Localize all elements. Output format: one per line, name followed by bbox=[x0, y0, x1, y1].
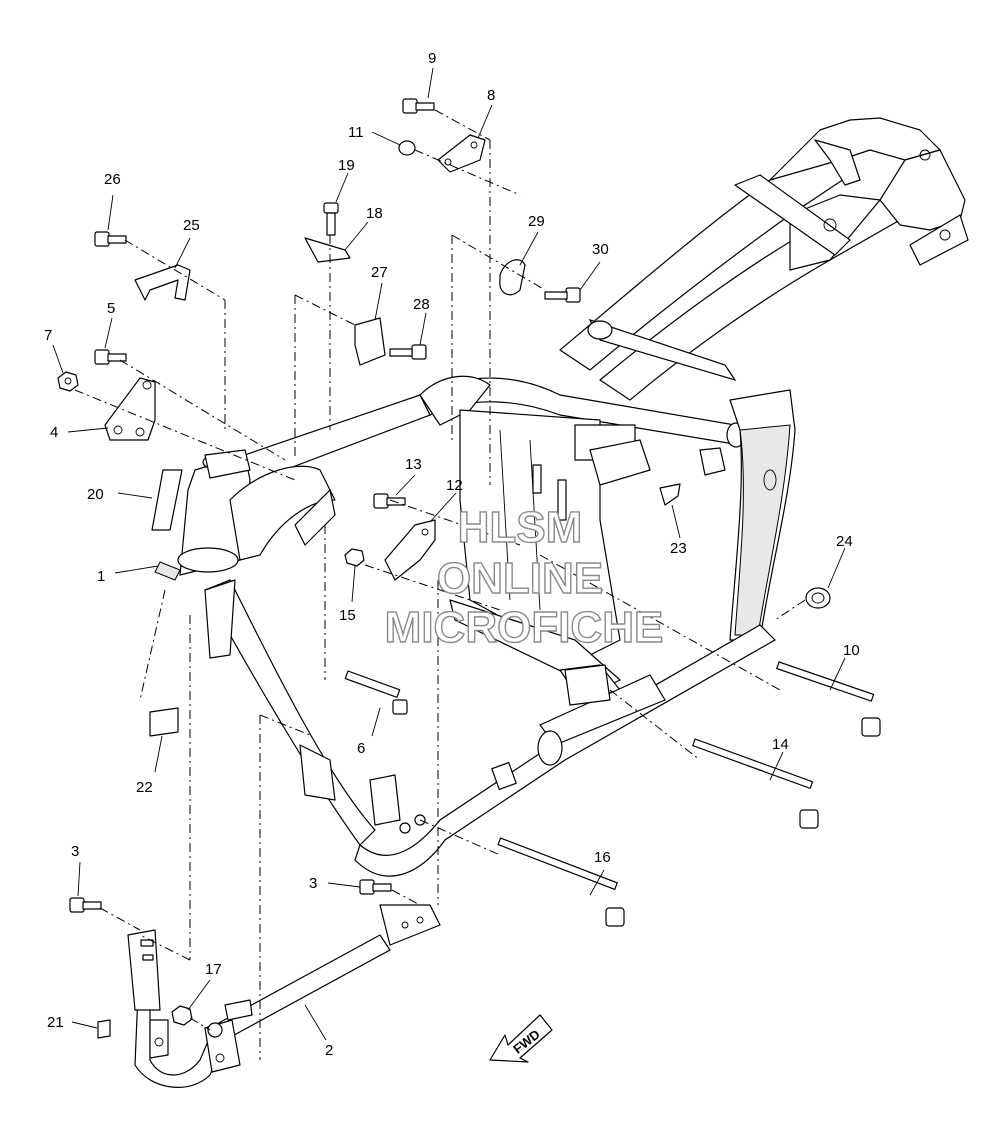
callout-3-left: 3 bbox=[71, 843, 79, 860]
callout-18: 18 bbox=[366, 205, 383, 222]
callout-6: 6 bbox=[357, 740, 365, 757]
callout-28: 28 bbox=[413, 296, 430, 313]
callout-11: 11 bbox=[348, 124, 364, 141]
callout-15: 15 bbox=[339, 607, 356, 624]
callout-16: 16 bbox=[594, 849, 611, 866]
callout-24: 24 bbox=[836, 533, 853, 550]
callouts: 1 2 3 3 4 5 6 7 8 9 10 11 12 13 14 15 16… bbox=[44, 50, 860, 1059]
callout-17: 17 bbox=[205, 961, 222, 978]
callout-26: 26 bbox=[104, 171, 121, 188]
callout-19: 19 bbox=[338, 157, 355, 174]
leader-lines bbox=[52, 67, 846, 1041]
callout-9: 9 bbox=[428, 50, 436, 67]
callout-25: 25 bbox=[183, 217, 200, 234]
callout-27: 27 bbox=[371, 264, 388, 281]
watermark: HLSM ONLINE MICROFICHE bbox=[384, 502, 664, 652]
callout-23: 23 bbox=[670, 540, 687, 557]
callout-21: 21 bbox=[47, 1014, 64, 1031]
main-frame bbox=[154, 117, 969, 877]
watermark-line1: HLSM bbox=[458, 503, 583, 552]
callout-30: 30 bbox=[592, 241, 609, 258]
fasteners bbox=[57, 98, 881, 1039]
callout-1: 1 bbox=[97, 568, 105, 585]
callout-5: 5 bbox=[107, 300, 115, 317]
fwd-arrow: FWD bbox=[489, 1014, 553, 1063]
callout-14: 14 bbox=[772, 736, 789, 753]
watermark-line2: ONLINE bbox=[437, 554, 603, 603]
watermark-line3: MICROFICHE bbox=[385, 603, 664, 652]
lower-cradle-part bbox=[127, 904, 441, 1088]
callout-7: 7 bbox=[44, 327, 52, 344]
callout-29: 29 bbox=[528, 213, 545, 230]
callout-22: 22 bbox=[136, 779, 153, 796]
callout-3-middle: 3 bbox=[309, 875, 317, 892]
callout-2: 2 bbox=[325, 1042, 333, 1059]
center-lines bbox=[74, 109, 806, 1060]
callout-13: 13 bbox=[405, 456, 422, 473]
callout-20: 20 bbox=[87, 486, 104, 503]
callout-12: 12 bbox=[446, 477, 463, 494]
callout-8: 8 bbox=[487, 87, 495, 104]
callout-10: 10 bbox=[843, 642, 860, 659]
callout-4: 4 bbox=[50, 424, 58, 441]
